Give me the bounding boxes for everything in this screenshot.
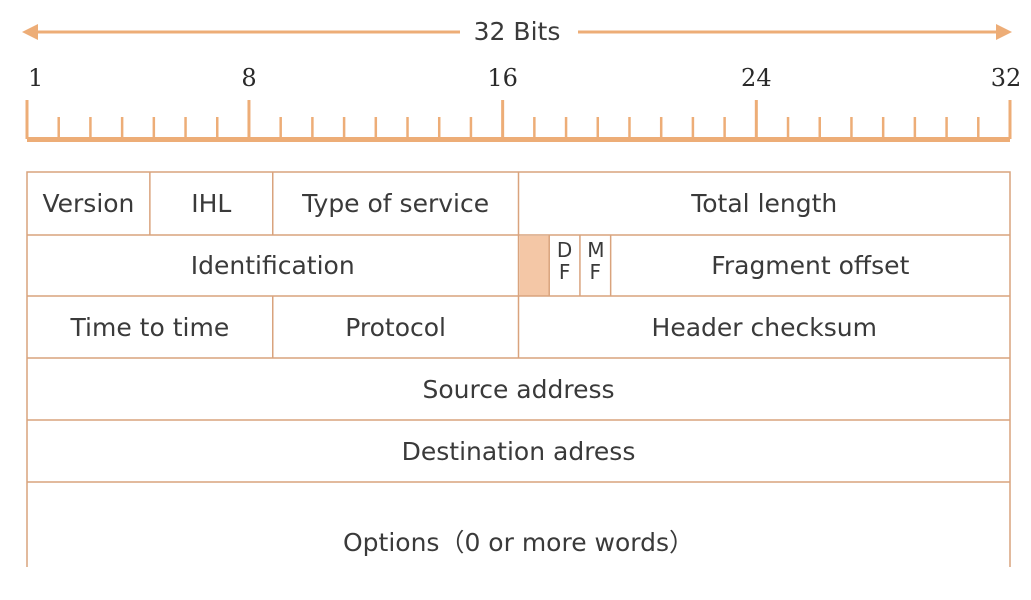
field-ihl: IHL	[191, 189, 232, 218]
reserved-flag-bit	[519, 236, 550, 296]
ruler-label-16: 16	[487, 64, 518, 92]
field-header-checksum: Header checksum	[651, 312, 877, 342]
field-protocol: Protocol	[345, 312, 446, 342]
field-options-0-or-more-words: Options（0 or more words）	[342, 528, 694, 557]
field-destination-adress: Destination adress	[401, 436, 636, 466]
ruler-label-24: 24	[741, 64, 772, 92]
arrow-head-right-icon	[996, 24, 1012, 40]
field-source-address: Source address	[422, 374, 615, 404]
bit-width-label: 32 Bits	[474, 17, 561, 46]
field-fragment-offset: Fragment offset	[711, 251, 910, 280]
field-time-to-time: Time to time	[70, 312, 230, 342]
header-table-grid	[27, 172, 1010, 483]
field-version: Version	[42, 189, 135, 218]
ruler-baseline	[27, 137, 1010, 142]
bit-width-arrow: 32 Bits	[22, 17, 1012, 46]
ruler-label-8: 8	[241, 64, 256, 92]
field-total-length: Total length	[691, 189, 838, 218]
arrow-head-left-icon	[22, 24, 38, 40]
flag-dont-fragment: D F	[556, 238, 573, 284]
bit-ruler: 1 8 16 24 32	[25, 64, 1022, 142]
field-identification: Identification	[190, 251, 355, 280]
flag-more-fragments: M F	[587, 238, 605, 284]
ip-header-diagram: 32 Bits 1 8 16 24 32	[22, 17, 1022, 567]
ruler-label-1: 1	[28, 64, 43, 92]
ruler-label-32: 32	[991, 64, 1022, 92]
field-type-of-service: Type of service	[302, 189, 490, 218]
